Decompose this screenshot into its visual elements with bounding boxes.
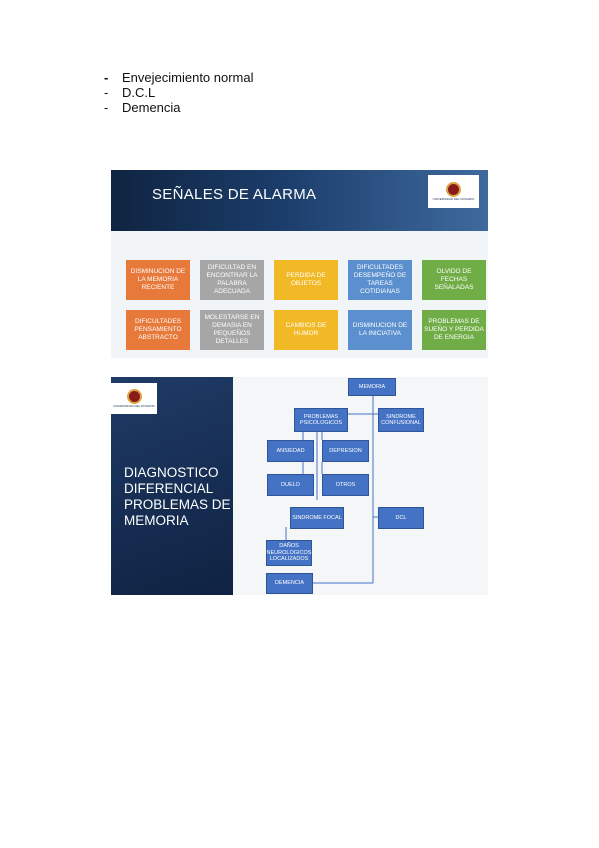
node-duelo: DUELO	[267, 474, 314, 496]
alarm-signs-slide: SEÑALES DE ALARMA UNIVERSIDAD DEL ROSARI…	[111, 170, 488, 358]
crest-icon	[446, 182, 461, 197]
logo-text: UNIVERSIDAD DEL ROSARIO	[113, 404, 155, 408]
alarm-card: MOLESTARSE EN DEMASIA EN PEQUEÑOS DETALL…	[200, 310, 264, 350]
node-sindrome-focal: SINDROME FOCAL	[290, 507, 344, 529]
node-dcl: DCL	[378, 507, 424, 529]
slide-header: SEÑALES DE ALARMA UNIVERSIDAD DEL ROSARI…	[111, 170, 488, 231]
node-ansiedad: ANSIEDAD	[267, 440, 314, 462]
university-logo: UNIVERSIDAD DEL ROSARIO	[428, 175, 479, 208]
alarm-card: DIFICULTADES DESEMPEÑO DE TAREAS COTIDIA…	[348, 260, 412, 300]
alarm-card: OLVIDO DE FECHAS SEÑALADAS	[422, 260, 486, 300]
slide-title: SEÑALES DE ALARMA	[152, 186, 317, 203]
node-danos-neurologicos: DAÑOS NEUROLOGICOS LOCALIZADOS	[266, 540, 312, 566]
alarm-card: DISMINUCION DE LA INICIATIVA	[348, 310, 412, 350]
alarm-card: PROBLEMAS DE SUEÑO Y PERDIDA DE ENERGIA	[422, 310, 486, 350]
bullet-marker: -	[104, 85, 109, 100]
list-item: - Demencia	[104, 100, 254, 115]
alarm-card: PERDIDA DE OBJETOS	[274, 260, 338, 300]
logo-text: UNIVERSIDAD DEL ROSARIO	[432, 197, 475, 201]
node-depresion: DEPRESION	[322, 440, 369, 462]
bullet-text: D.C.L	[122, 85, 156, 100]
alarm-card: DIFICULTAD EN ENCONTRAR LA PALABRA ADECU…	[200, 260, 264, 300]
list-item: - Envejecimiento normal	[104, 70, 254, 85]
node-otros: OTROS	[322, 474, 369, 496]
bullet-marker: -	[104, 70, 109, 85]
university-logo: UNIVERSIDAD DEL ROSARIO	[111, 383, 157, 414]
crest-icon	[126, 389, 142, 404]
node-problemas-psicologicos: PROBLEMAS PSICOLOGICOS	[294, 408, 348, 432]
node-demencia: DEMENCIA	[266, 573, 313, 594]
bullet-text: Envejecimiento normal	[122, 70, 254, 85]
list-item: - D.C.L	[104, 85, 254, 100]
bullet-list: - Envejecimiento normal - D.C.L - Demenc…	[104, 70, 254, 115]
node-memoria: MEMORIA	[348, 378, 396, 396]
diagnosis-title: DIAGNOSTICO DIFERENCIAL PROBLEMAS DE MEM…	[124, 465, 231, 528]
alarm-card: DISMINUCION DE LA MEMORIA RECIENTE	[126, 260, 190, 300]
alarm-card: CAMBIOS DE HUMOR	[274, 310, 338, 350]
bullet-text: Demencia	[122, 100, 181, 115]
alarm-card: DIFICULTADES PENSAMIENTO ABSTRACTO	[126, 310, 190, 350]
bullet-marker: -	[104, 100, 109, 115]
node-sindrome-confusional: SINDROME CONFUSIONAL	[378, 408, 424, 432]
